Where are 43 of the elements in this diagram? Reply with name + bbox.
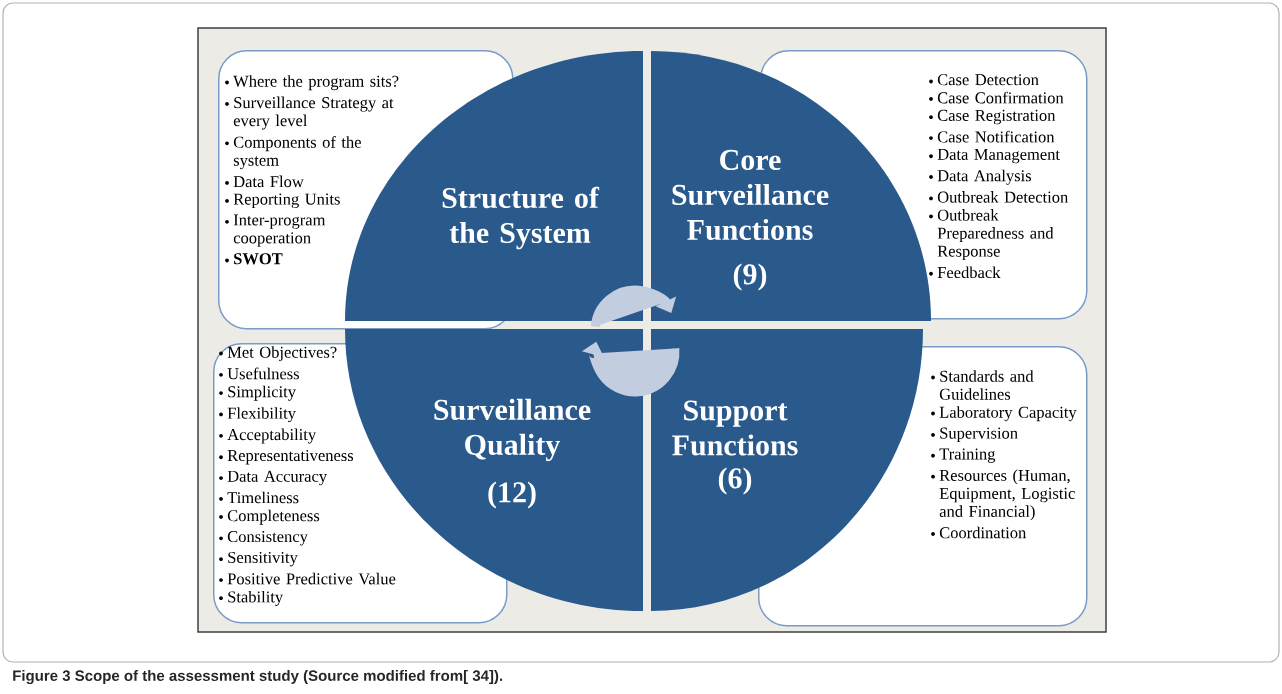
list-item: Components of the system [233, 136, 361, 170]
list-item: Training [939, 448, 996, 463]
list-item: Case Registration [937, 109, 1056, 125]
list-item: Case Detection [937, 74, 1039, 86]
list-item: Timeliness [227, 491, 299, 504]
list-item: Surveillance Strategy at every level [233, 96, 394, 130]
list-item: Simplicity [228, 385, 296, 401]
list-item: Consistency [227, 531, 308, 546]
list-item: Usefulness [227, 367, 299, 380]
list-item: Case Notification [937, 130, 1055, 143]
list-item: Feedback [937, 266, 1001, 279]
list-item: Case Confirmation [937, 91, 1064, 104]
list-item: Coordination [939, 526, 1027, 539]
quadrant-title: (12) [488, 481, 536, 509]
list-item: Flexibility [227, 407, 296, 423]
list-item: Supervision [940, 427, 1018, 443]
list-item: Sensitivity [228, 551, 298, 567]
list-item: Reporting Units [233, 193, 340, 209]
list-item: Outbreak Detection [937, 191, 1068, 203]
quadrant-title: Core Surveillance Functions [672, 149, 829, 241]
list-item: Data Accuracy [227, 470, 327, 486]
list-item: Standards and Guidelines [939, 370, 1034, 400]
quadrant-title: Support Functions [672, 400, 798, 456]
list-item: Stability [228, 590, 284, 606]
list-item: Where the program sits? [233, 75, 399, 91]
list-item: Data Flow [233, 175, 304, 188]
list-item: Acceptability [227, 428, 317, 444]
quadrant-title: Surveillance Quality [434, 398, 591, 462]
figure-caption: Figure 3 Scope of the assessment study (Source modified from[ 34]). [13, 670, 503, 685]
quadrant-title: (6) [718, 467, 752, 495]
quadrant-title: Structure of the System [442, 186, 600, 250]
list-item: Positive Predictive Value [227, 572, 396, 585]
list-item: Outbreak Preparedness and Response [937, 209, 1054, 261]
list-item: Laboratory Capacity [939, 406, 1077, 422]
list-item: Completeness [227, 509, 320, 525]
list-item: Representativeness [227, 449, 354, 465]
list-item: Inter-program cooperation [233, 214, 326, 247]
list-item: SWOT [234, 253, 283, 265]
list-item: Data Analysis [937, 169, 1031, 185]
list-item: Data Management [937, 148, 1060, 164]
list-item: Resources (Human, Equipment, Logistic and Financial) [939, 469, 1075, 521]
list-item: Met Objectives? [227, 346, 337, 362]
quadrant-title: (9) [733, 263, 767, 291]
